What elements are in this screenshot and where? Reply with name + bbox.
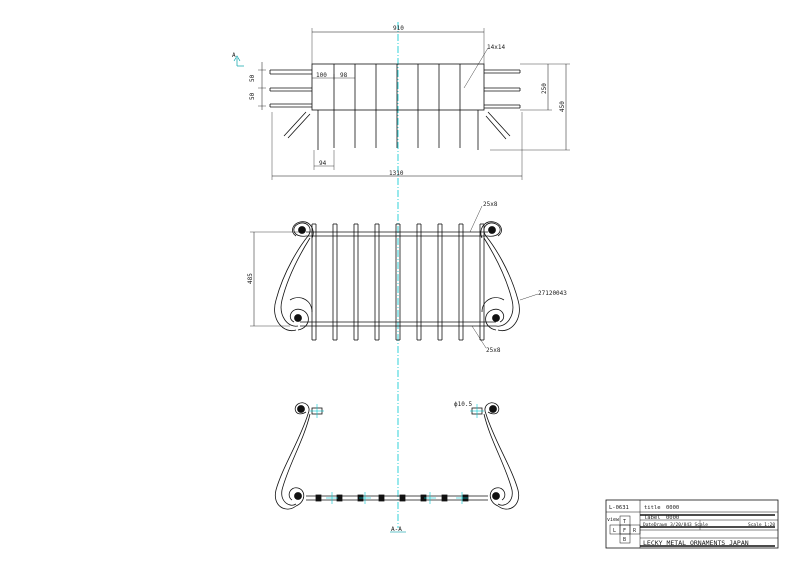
tb-view-b: B bbox=[623, 537, 626, 543]
dim-bar-top: 14x14 bbox=[487, 44, 505, 51]
section-label: A-A bbox=[391, 526, 402, 533]
tb-title-label: title bbox=[644, 505, 661, 511]
dim-spacing-c: 94 bbox=[319, 160, 327, 167]
dim-left-b: 50 bbox=[249, 92, 256, 100]
tb-view-t: T bbox=[623, 519, 626, 525]
section-mark-left: A bbox=[232, 52, 236, 59]
tb-view-f: F bbox=[623, 528, 626, 534]
dim-hole: ϕ10.5 bbox=[454, 401, 472, 408]
dim-depth-total: 450 bbox=[559, 101, 566, 112]
dim-overall-width: 1310 bbox=[389, 170, 404, 177]
tb-company: LECKY METAL ORNAMENTS JAPAN bbox=[643, 539, 749, 547]
dim-flat-top: 25x8 bbox=[483, 201, 498, 208]
dim-top-width: 910 bbox=[393, 25, 404, 32]
dim-spacing-b: 98 bbox=[340, 72, 348, 79]
tb-view-label: view bbox=[607, 517, 620, 523]
tb-view-r: R bbox=[633, 528, 637, 534]
tb-line3b: Scale 1:20 bbox=[748, 522, 775, 528]
dim-scroll-code: 27120043 bbox=[538, 290, 567, 297]
dim-depth-right: 250 bbox=[541, 83, 548, 94]
tb-code: L-0631 bbox=[609, 505, 629, 511]
tb-view-l: L bbox=[613, 528, 616, 534]
tb-title-value: 0000 bbox=[666, 505, 679, 511]
dim-front-height: 485 bbox=[247, 273, 254, 284]
plan-view bbox=[233, 28, 570, 180]
tb-line3: DateDrawn 3/20/843 Scale bbox=[643, 522, 708, 528]
tb-label-label: label bbox=[644, 515, 661, 521]
front-view bbox=[250, 205, 539, 349]
section-centerlines bbox=[310, 404, 484, 533]
title-block bbox=[605, 499, 779, 549]
dim-spacing-a: 100 bbox=[316, 72, 327, 79]
section-view bbox=[274, 402, 520, 510]
dim-flat-bottom: 25x8 bbox=[486, 347, 501, 354]
dim-left-a: 50 bbox=[249, 74, 256, 82]
tb-label-value: 0000 bbox=[666, 515, 679, 521]
